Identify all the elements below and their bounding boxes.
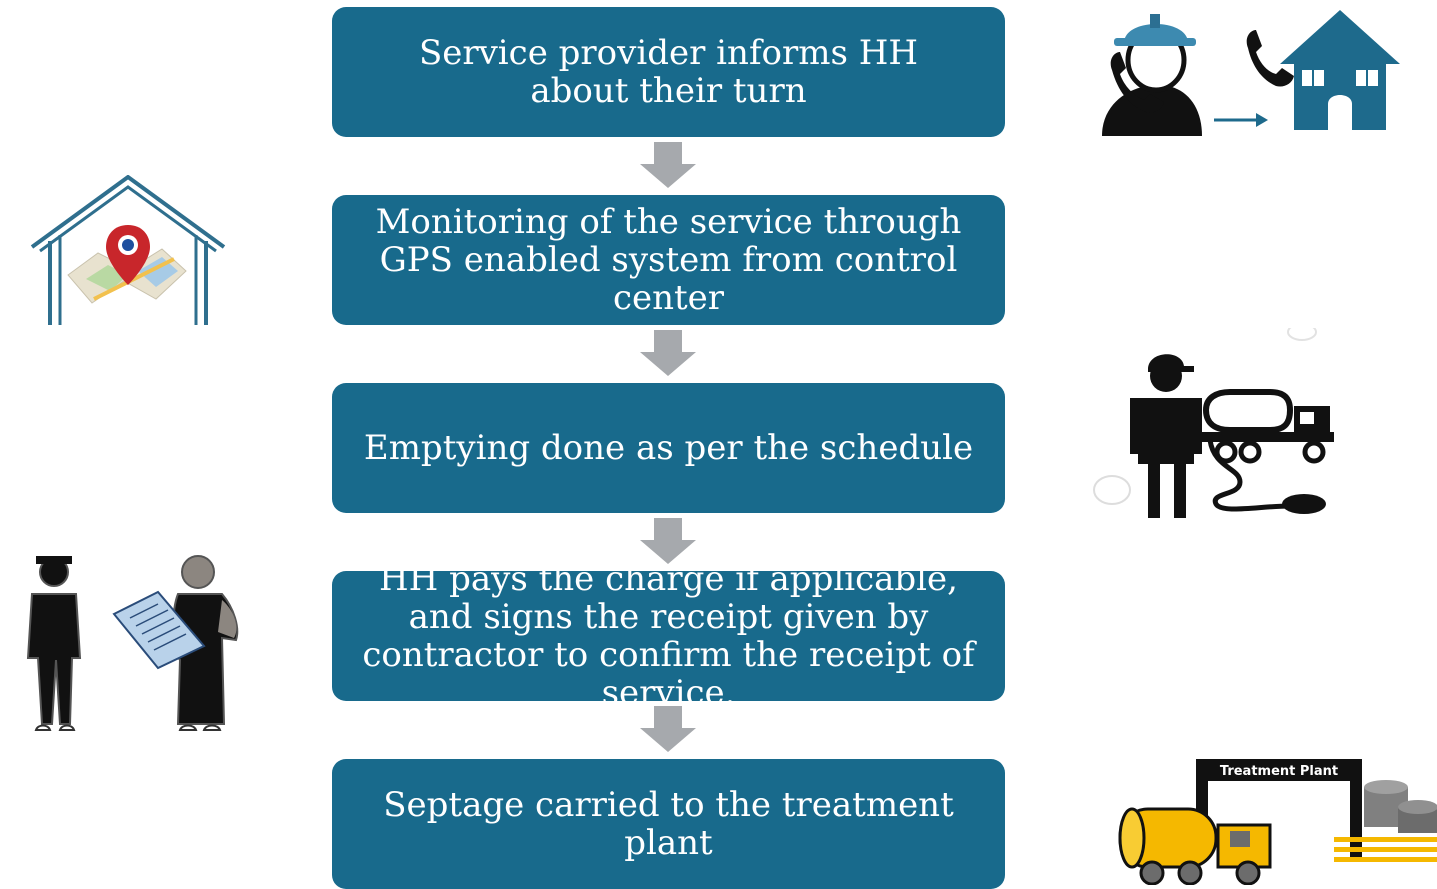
step-text-2: Monitoring of the service through GPS en… (375, 202, 962, 318)
worker-tanker-truck-icon (1093, 328, 1334, 518)
worker-phone-house-icon (1102, 10, 1400, 136)
down-arrow-icon (640, 142, 696, 188)
down-arrow-icon (640, 706, 696, 752)
step-text-4: HH pays the charge if applicable, and si… (362, 559, 975, 713)
treatment-plant-sign: Treatment Plant (1220, 764, 1338, 779)
step-box-5: Septage carried to the treatment plant (332, 759, 1005, 889)
step-text-1: Service provider informs HH about their … (418, 33, 919, 111)
step-box-3: Emptying done as per the schedule (332, 383, 1005, 513)
down-arrow-icon (640, 518, 696, 564)
step-box-4: HH pays the charge if applicable, and si… (332, 560, 1005, 712)
receipt-signing-people-icon (26, 555, 239, 731)
step-text-5: Septage carried to the treatment plant (383, 785, 954, 863)
step-box-1: Service provider informs HH about their … (332, 7, 1005, 137)
step-text-3: Emptying done as per the schedule (363, 428, 974, 468)
gps-map-house-icon (30, 175, 226, 325)
down-arrow-icon (640, 330, 696, 376)
tanker-treatment-plant-icon: Treatment Plant (1118, 759, 1437, 885)
step-box-2: Monitoring of the service through GPS en… (332, 195, 1005, 325)
